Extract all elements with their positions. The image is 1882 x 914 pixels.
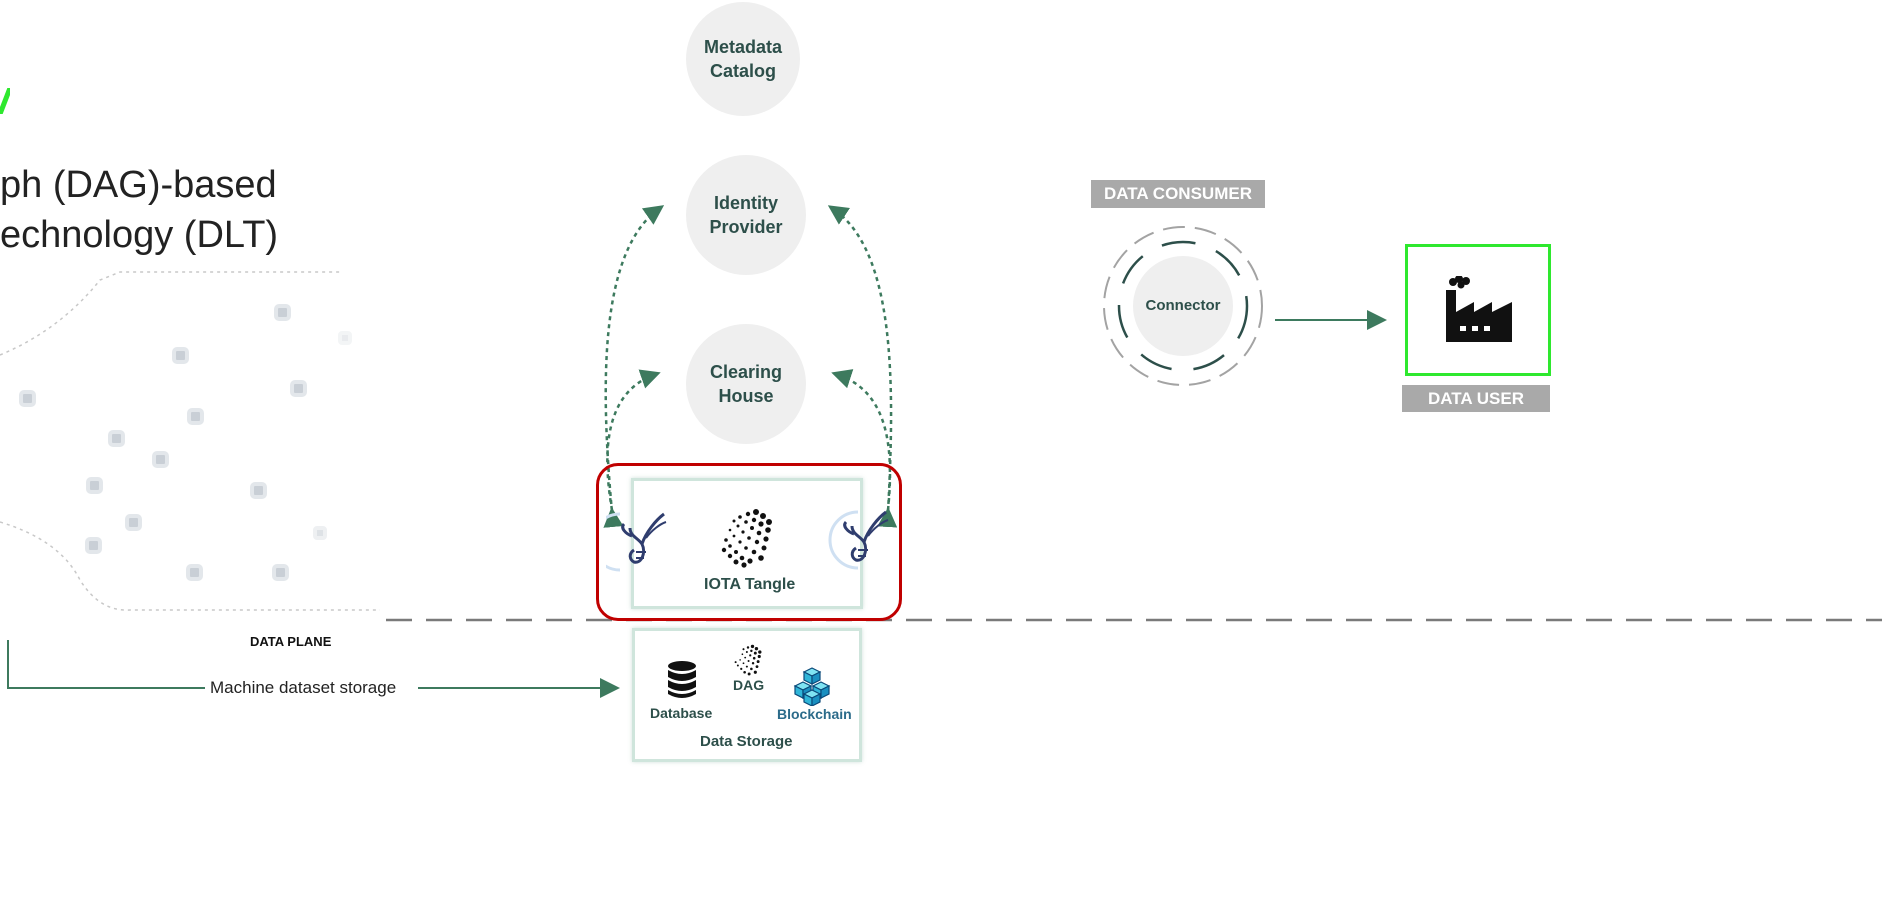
iota-tangle-highlight (596, 463, 902, 621)
dag-node (187, 408, 204, 425)
clearing-house-line2: House (718, 386, 774, 406)
dag-node (19, 390, 36, 407)
dag-node (338, 331, 352, 345)
dag-icon (730, 644, 766, 678)
green-check-mark (0, 87, 13, 115)
bee-icon-right (828, 506, 894, 572)
dag-node (172, 347, 189, 364)
dag-node (186, 564, 203, 581)
data-consumer-tag: DATA CONSUMER (1091, 180, 1265, 208)
dag-node (290, 380, 307, 397)
connector-label: Connector (1145, 296, 1221, 314)
dag-boundary-top (0, 271, 340, 356)
database-label: Database (650, 705, 713, 721)
dag-node (85, 537, 102, 554)
dag-node (152, 451, 169, 468)
machine-dataset-line (7, 640, 205, 689)
right-inner-dotted-arrow (831, 369, 892, 511)
dag-label: DAG (733, 677, 765, 693)
factory-icon (1444, 275, 1514, 342)
metadata-catalog-node: Metadata Catalog (686, 2, 800, 116)
dag-boundary-bottom (0, 521, 380, 611)
data-storage-label: Data Storage (700, 733, 793, 750)
metadata-catalog-line1: Metadata (703, 36, 783, 57)
dag-node (313, 526, 327, 540)
database-icon (666, 660, 698, 700)
machine-dataset-storage-label: Machine dataset storage (208, 678, 399, 698)
data-plane-illustration (0, 271, 380, 611)
blockchain-label: Blockchain (777, 706, 852, 722)
data-user-tag: DATA USER (1402, 385, 1550, 412)
connector-rings (1102, 225, 1264, 387)
identity-provider-node: Identity Provider (686, 155, 806, 275)
dag-node (86, 477, 103, 494)
iota-logo-icon (716, 508, 780, 568)
dag-node (108, 430, 125, 447)
data-plane-label: DATA PLANE (250, 634, 332, 649)
clearing-house-line1: Clearing (709, 361, 783, 382)
iota-tangle-label: IOTA Tangle (704, 576, 796, 593)
clearing-house-node: Clearing House (686, 324, 806, 444)
identity-provider-line1: Identity (713, 192, 778, 213)
identity-provider-line2: Provider (709, 217, 783, 237)
metadata-catalog-line2: Catalog (709, 61, 776, 81)
title-line-1: ph (DAG)-based (0, 164, 277, 206)
dag-node (274, 304, 291, 321)
dag-node (125, 514, 142, 531)
left-inner-dotted-arrow (606, 369, 661, 511)
connector-node: Connector (1133, 256, 1233, 356)
bee-icon-left (590, 508, 672, 574)
dag-nodes (19, 304, 352, 581)
title-line-2: echnology (DLT) (0, 214, 279, 256)
iota-tangle-box (631, 478, 863, 609)
dag-node (250, 482, 267, 499)
dag-node (272, 564, 289, 581)
blockchain-cubes-icon (793, 666, 831, 707)
